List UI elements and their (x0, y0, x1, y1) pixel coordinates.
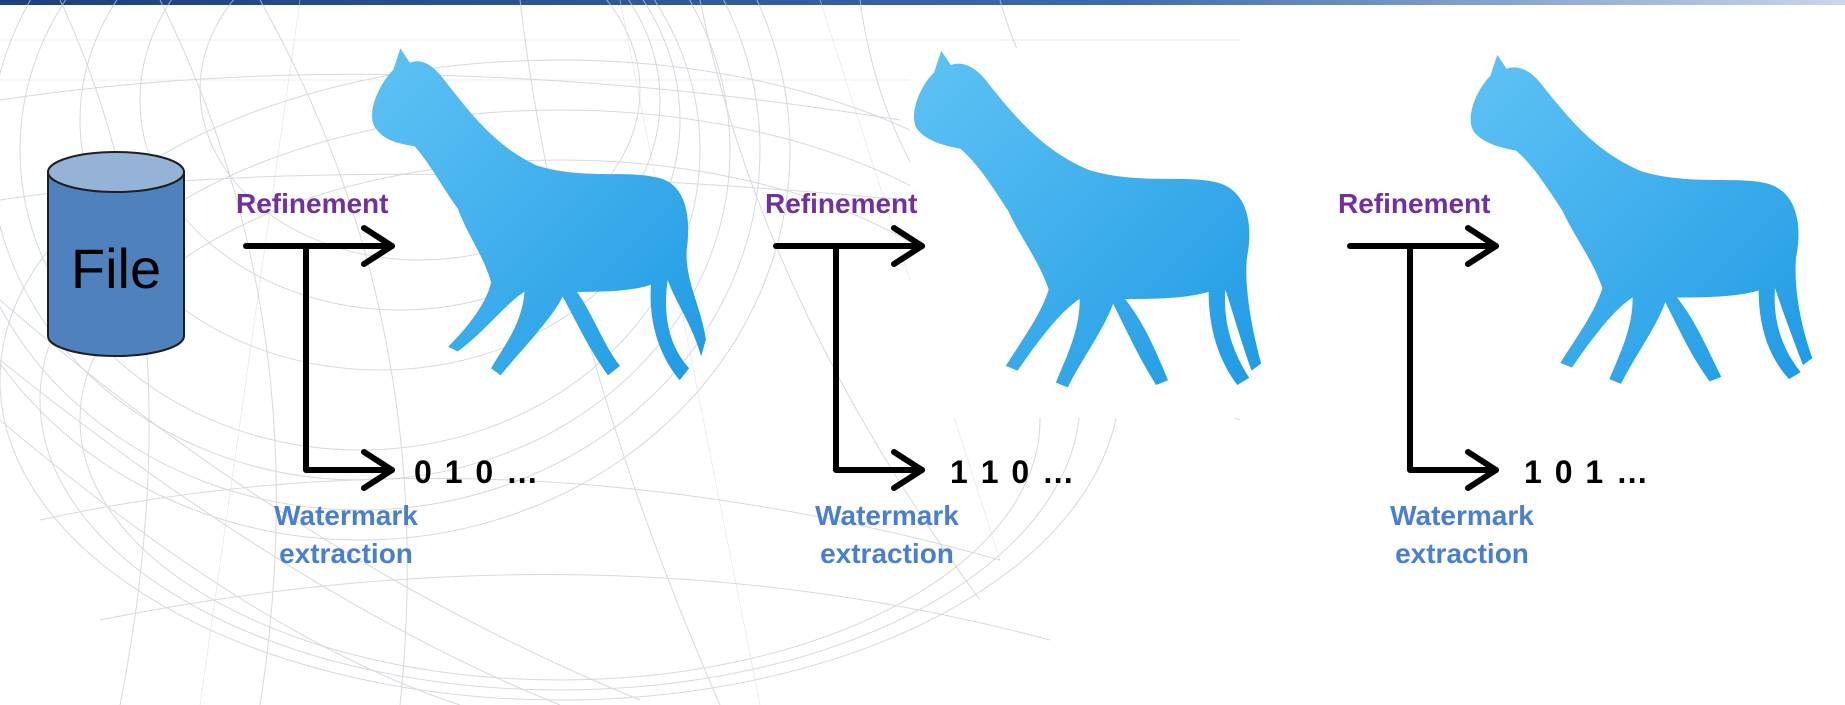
extraction-arrow-3 (1410, 246, 1496, 488)
extraction-arrow-1 (306, 246, 392, 488)
watermark-extraction-line1: Watermark (256, 497, 436, 535)
refinement-arrow-3 (1350, 228, 1496, 264)
watermark-extraction-line2: extraction (1372, 535, 1552, 573)
watermark-extraction-label-3: Watermark extraction (1372, 497, 1552, 573)
refinement-label-3: Refinement (1338, 188, 1490, 220)
watermark-bits-3: 1 0 1 … (1524, 454, 1650, 491)
watermark-extraction-label-1: Watermark extraction (256, 497, 436, 573)
watermark-extraction-line1: Watermark (1372, 497, 1552, 535)
watermark-bits-2: 1 1 0 … (950, 454, 1076, 491)
watermark-extraction-line2: extraction (256, 535, 436, 573)
extraction-arrow-2 (836, 246, 922, 488)
watermark-extraction-line2: extraction (797, 535, 977, 573)
watermark-bits-1: 0 1 0 … (414, 454, 540, 491)
refinement-arrow-2 (776, 228, 922, 264)
refinement-label-2: Refinement (765, 188, 917, 220)
watermark-extraction-line1: Watermark (797, 497, 977, 535)
watermark-extraction-label-2: Watermark extraction (797, 497, 977, 573)
refinement-label-1: Refinement (236, 188, 388, 220)
refinement-arrow-1 (246, 228, 392, 264)
